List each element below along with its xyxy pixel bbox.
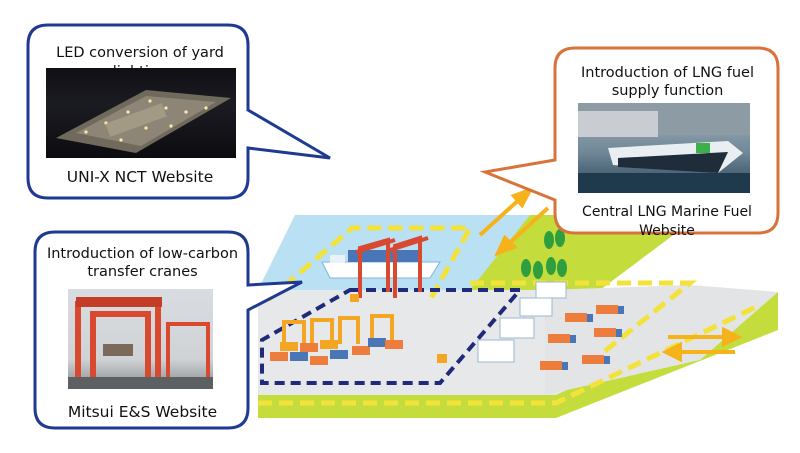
- rtg-cranes: [282, 314, 394, 350]
- cranes-source: Mitsui E&S Website: [67, 403, 218, 421]
- lng-supply-arrows: [478, 186, 550, 257]
- container-ship: [321, 250, 441, 279]
- land-transport-arrows: [661, 326, 743, 363]
- crane-photo: [68, 289, 213, 389]
- tree-icon: [521, 229, 567, 279]
- yellow-boundary-sea: [266, 225, 475, 302]
- lng-title-line2: supply function: [611, 83, 724, 99]
- quay-cranes: [355, 235, 429, 298]
- truck-icon: [540, 305, 624, 370]
- lng-title-line1: Introduction of LNG fuel: [580, 65, 755, 81]
- lng-ship-photo: [578, 103, 750, 193]
- warehouses: [477, 281, 567, 363]
- navy-terminal-boundary: [260, 288, 525, 385]
- lng-source: Central LNG Marine Fuel Website: [582, 204, 752, 239]
- yard-lighting-source: UNI-X NCT Website: [66, 168, 214, 186]
- container-stacks: [270, 338, 403, 365]
- cranes-title-line1: Introduction of low-carbon: [46, 246, 239, 262]
- forklift-icon: [350, 294, 447, 363]
- cranes-title-line2: transfer cranes: [87, 264, 198, 280]
- yard-photo: [46, 68, 236, 158]
